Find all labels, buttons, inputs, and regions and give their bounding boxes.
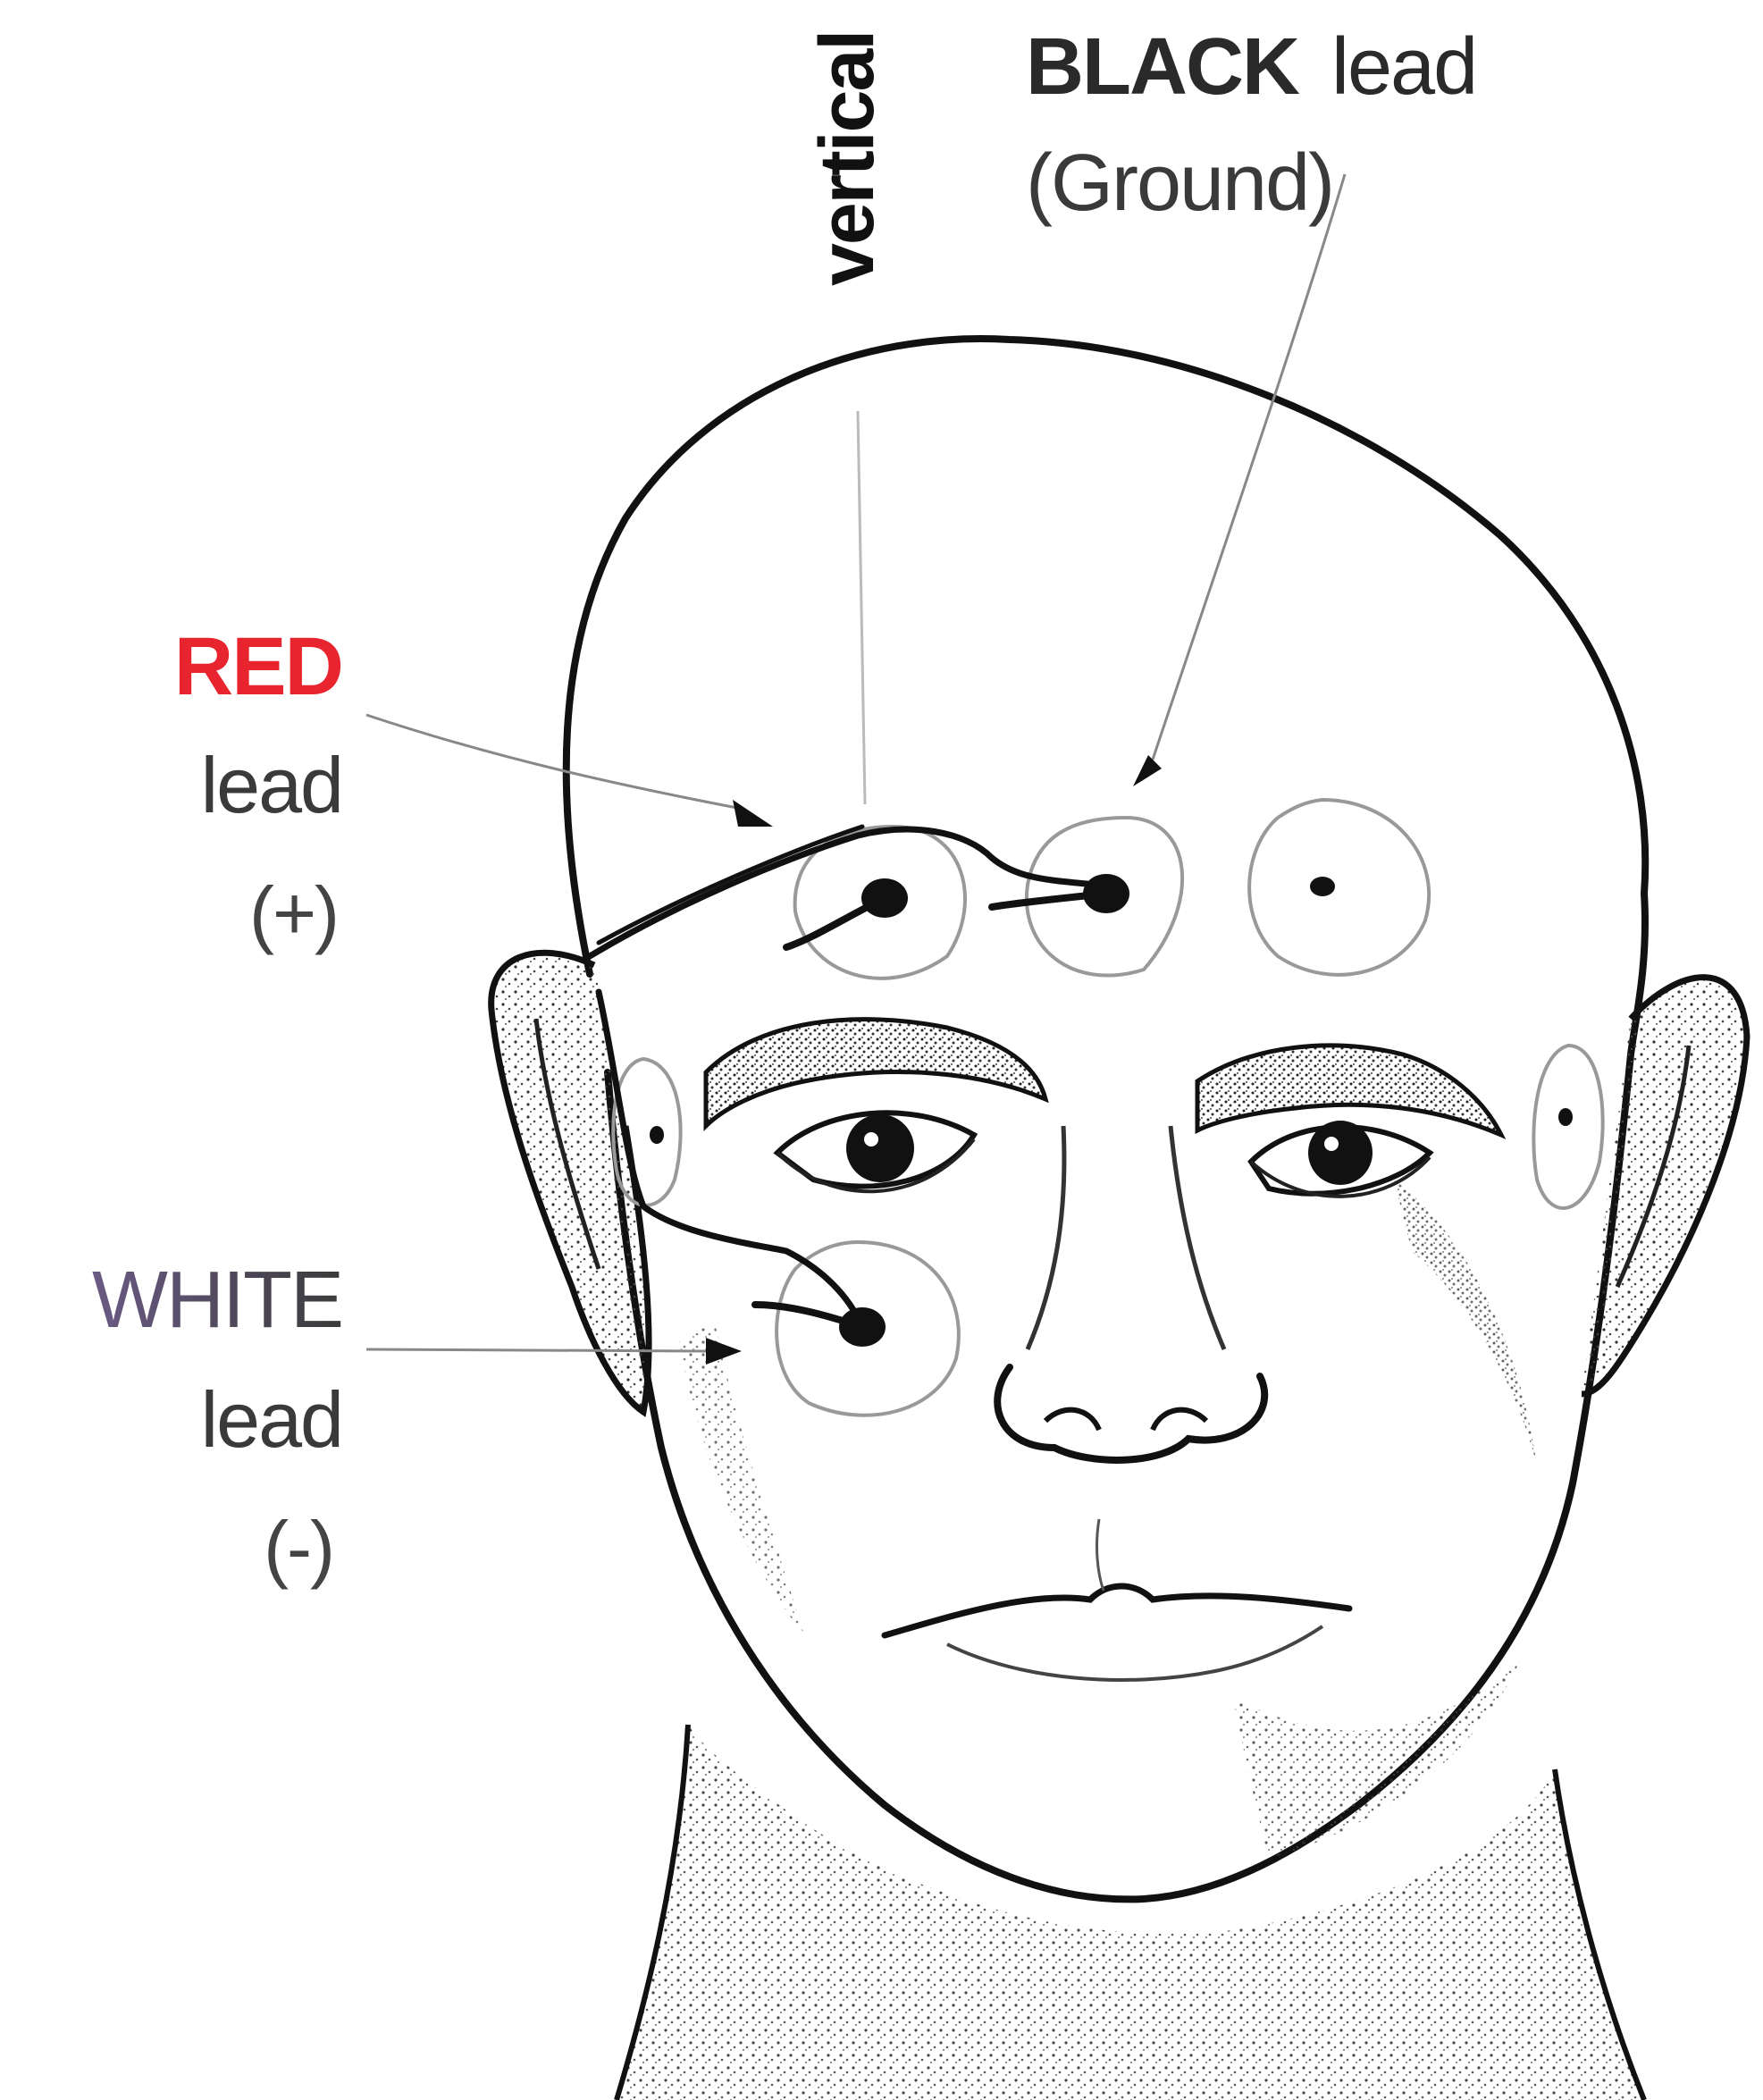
arrowhead-white xyxy=(706,1338,742,1365)
red-lead-word: lead xyxy=(201,746,342,825)
red-lead-polarity: (+) xyxy=(249,876,338,951)
mouth xyxy=(885,1519,1349,1680)
left-eye xyxy=(777,1113,974,1191)
electrode-pad-right-temple xyxy=(1533,1046,1602,1208)
arrowhead-red xyxy=(733,800,773,827)
left-eyebrow xyxy=(706,1020,1045,1126)
snap-left-temple xyxy=(650,1126,664,1144)
snap-right-temple xyxy=(1558,1108,1573,1126)
snap-right xyxy=(1310,877,1335,896)
arrowhead-black xyxy=(1133,755,1162,786)
vertical-label: vertical xyxy=(809,31,886,286)
left-ear xyxy=(491,953,649,1412)
leader-red xyxy=(366,715,742,809)
right-eye xyxy=(1251,1121,1430,1197)
red-lead-label: RED xyxy=(174,626,342,708)
neck xyxy=(617,1725,1644,2100)
white-lead-label: WHITE xyxy=(92,1260,342,1340)
right-ear xyxy=(1582,978,1747,1394)
white-lead-word: lead xyxy=(201,1381,342,1459)
leader-black xyxy=(1153,174,1345,760)
white-lead-polarity: (-) xyxy=(264,1510,333,1585)
black-lead-word: lead xyxy=(1331,27,1476,107)
right-eyebrow xyxy=(1197,1046,1501,1135)
leader-white xyxy=(366,1349,706,1351)
wire-red xyxy=(786,898,885,947)
black-lead-label: BLACK xyxy=(1026,27,1298,107)
nose xyxy=(997,1126,1264,1460)
black-lead-role: (Ground) xyxy=(1026,143,1333,223)
wire-harness-upper xyxy=(590,829,1095,956)
electrode-pad-right xyxy=(1249,800,1429,975)
